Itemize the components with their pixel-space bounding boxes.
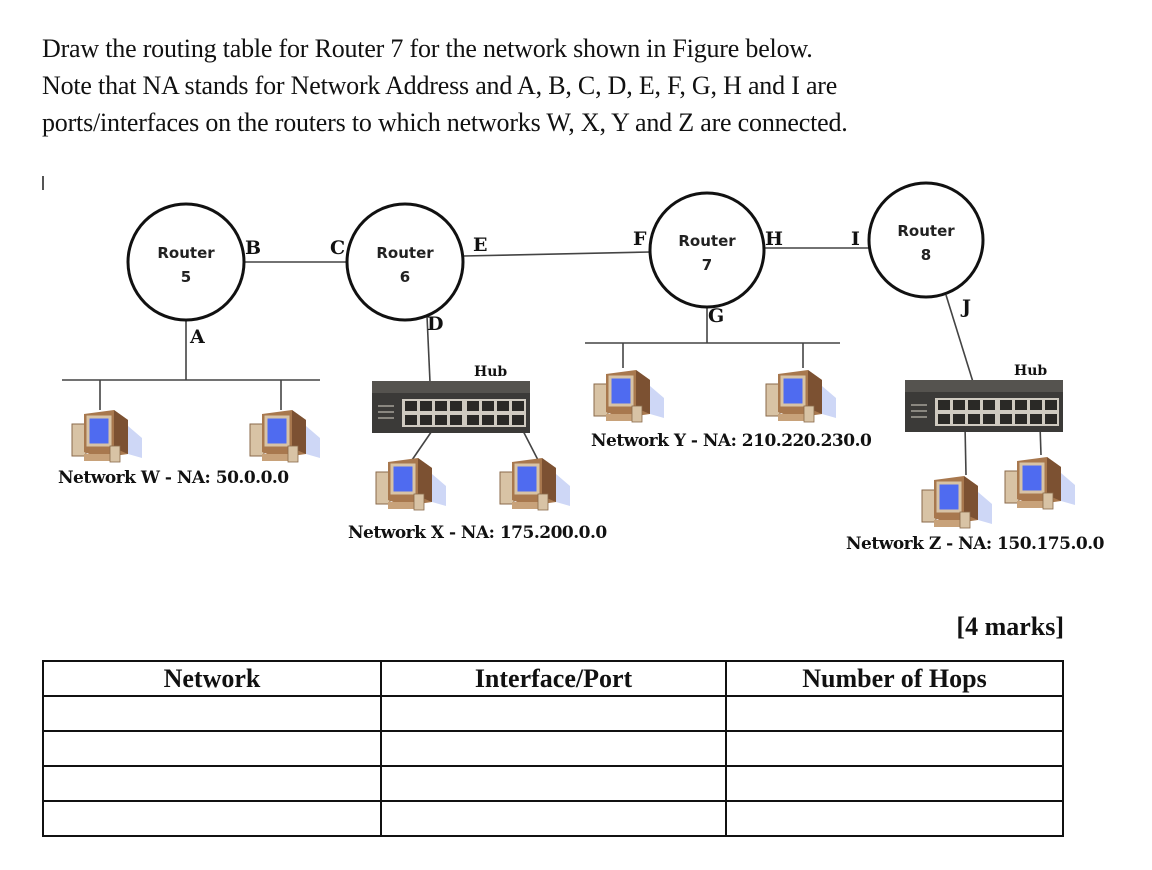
router-5: Router 5: [126, 202, 246, 322]
routing-table: Network Interface/Port Number of Hops: [42, 660, 1064, 837]
computer-icon: [1003, 455, 1077, 511]
cell-interface[interactable]: [380, 765, 727, 802]
port-c: C: [330, 237, 345, 259]
hub-icon: [905, 380, 1063, 432]
router-6-number: 6: [400, 268, 410, 286]
computer-icon: [498, 456, 572, 512]
table-row: [42, 765, 1064, 802]
port-j: J: [960, 296, 971, 318]
network-diagram: Router 5 Router 6 Router 7 Router 8 A B …: [58, 181, 1105, 554]
table-row: [42, 695, 1064, 732]
router-5-number: 5: [181, 268, 191, 286]
question-line-2: Note that NA stands for Network Address …: [42, 71, 838, 100]
port-e: E: [473, 234, 487, 256]
router-7-label: Router: [678, 232, 736, 250]
router-8-number: 8: [921, 246, 931, 264]
hub-x: Hub: [372, 364, 530, 433]
cell-interface[interactable]: [380, 730, 727, 767]
text-cursor-mark: [42, 176, 44, 190]
link-router6-router7: [462, 251, 651, 257]
cell-hops[interactable]: [725, 800, 1064, 837]
port-i: I: [851, 228, 860, 250]
port-g: G: [708, 305, 724, 327]
router-7-number: 7: [702, 256, 712, 274]
question-text: Draw the routing table for Router 7 for …: [42, 30, 1082, 141]
question-line-1: Draw the routing table for Router 7 for …: [42, 34, 813, 63]
cell-network[interactable]: [42, 800, 382, 837]
computer-icon: [764, 368, 838, 424]
question-line-3: ports/interfaces on the routers to which…: [42, 108, 848, 137]
computer-icon: [592, 368, 666, 424]
table-row: [42, 800, 1064, 837]
cell-hops[interactable]: [725, 695, 1064, 732]
router-6: Router 6: [345, 202, 465, 322]
router-6-label: Router: [376, 244, 434, 262]
link-router6-hub: [426, 315, 431, 383]
hub-icon: [372, 381, 530, 433]
cell-network[interactable]: [42, 730, 382, 767]
computer-icon: [374, 456, 448, 512]
router-5-label: Router: [157, 244, 215, 262]
hub-z-label: Hub: [1014, 363, 1047, 379]
network-z-label: Network Z - NA: 150.175.0.0: [846, 534, 1105, 554]
cell-network[interactable]: [42, 765, 382, 802]
cell-interface[interactable]: [380, 695, 727, 732]
router-8: Router 8: [867, 181, 985, 299]
hub-z: Hub: [905, 363, 1063, 432]
hub-x-label: Hub: [474, 364, 507, 380]
header-interface-port: Interface/Port: [380, 660, 727, 697]
computer-icon: [920, 474, 994, 530]
router-8-label: Router: [897, 222, 955, 240]
link-router8-hub: [945, 294, 974, 383]
router-7: Router 7: [648, 191, 766, 309]
cell-hops[interactable]: [725, 730, 1064, 767]
cell-hops[interactable]: [725, 765, 1064, 802]
network-x-label: Network X - NA: 175.200.0.0: [348, 523, 607, 543]
hub-z-drop-1: [964, 424, 967, 476]
port-a: A: [189, 326, 205, 348]
port-f: F: [633, 228, 647, 250]
table-header-row: Network Interface/Port Number of Hops: [42, 660, 1064, 697]
marks-label: [4 marks]: [956, 612, 1064, 641]
network-y-label: Network Y - NA: 210.220.230.0: [591, 431, 872, 451]
header-network: Network: [42, 660, 382, 697]
cell-interface[interactable]: [380, 800, 727, 837]
table-row: [42, 730, 1064, 767]
header-number-of-hops: Number of Hops: [725, 660, 1064, 697]
computer-icon: [248, 408, 322, 464]
port-h: H: [765, 228, 783, 250]
network-w-label: Network W - NA: 50.0.0.0: [58, 468, 289, 488]
computer-icon: [70, 408, 144, 464]
port-d: D: [427, 313, 443, 335]
port-b: B: [245, 237, 261, 259]
cell-network[interactable]: [42, 695, 382, 732]
